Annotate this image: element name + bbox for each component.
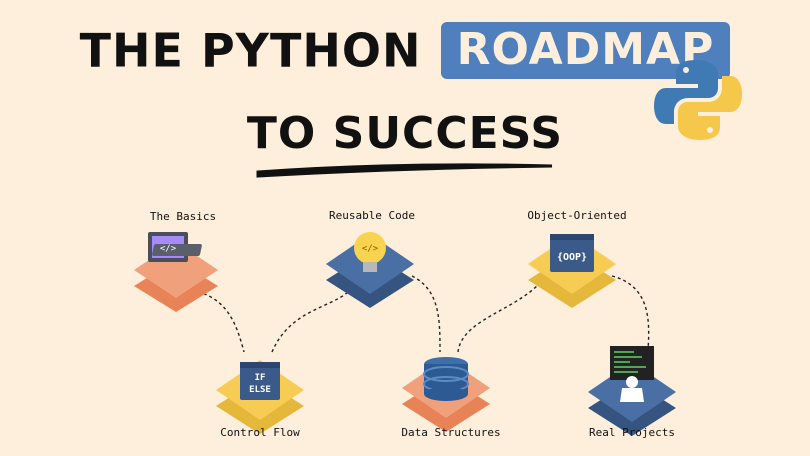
laptop-code-icon: </> <box>148 232 202 262</box>
connector-basics-control <box>197 291 245 353</box>
node-label-basics: The Basics <box>149 210 217 223</box>
code-tag-text: </> <box>160 244 177 254</box>
node-projects <box>588 346 676 436</box>
node-reusable: </> <box>326 232 414 308</box>
node-basics: </> <box>134 232 218 312</box>
title-line-1: THE PYTHON ROADMAP <box>0 22 810 79</box>
title-highlight: ROADMAP <box>440 22 731 79</box>
if-else-icon: IF ELSE <box>240 362 280 400</box>
connector-oop-projects <box>611 275 650 351</box>
node-datastruct <box>402 357 490 432</box>
node-label-projects: Real Projects <box>588 426 676 439</box>
node-label-reusable: Reusable Code <box>328 209 416 222</box>
node-oop: {OOP} <box>528 234 616 308</box>
title-prefix: THE PYTHON <box>79 23 422 78</box>
oop-window-icon: {OOP} <box>550 234 594 272</box>
else-text: ELSE <box>249 385 271 395</box>
node-label-datastruct: Data Structures <box>401 426 501 439</box>
connector-control-reusable <box>271 291 349 353</box>
connector-datastruct-oop <box>457 277 545 353</box>
node-label-control: Control Flow <box>220 426 300 439</box>
python-logo-icon <box>654 60 742 140</box>
node-label-oop: Object-Oriented <box>527 209 627 222</box>
title-line-2: TO SUCCESS <box>246 108 564 159</box>
developer-screen-icon <box>610 346 654 402</box>
title-underline <box>256 163 553 178</box>
connector-reusable-datastruct <box>411 275 441 353</box>
lightbulb-icon: </> <box>354 232 386 272</box>
database-icon <box>423 357 469 401</box>
bulb-code-tag-text: </> <box>362 244 379 254</box>
oop-text: {OOP} <box>557 252 587 263</box>
if-text: IF <box>255 373 266 383</box>
node-control: IF ELSE <box>216 360 304 434</box>
